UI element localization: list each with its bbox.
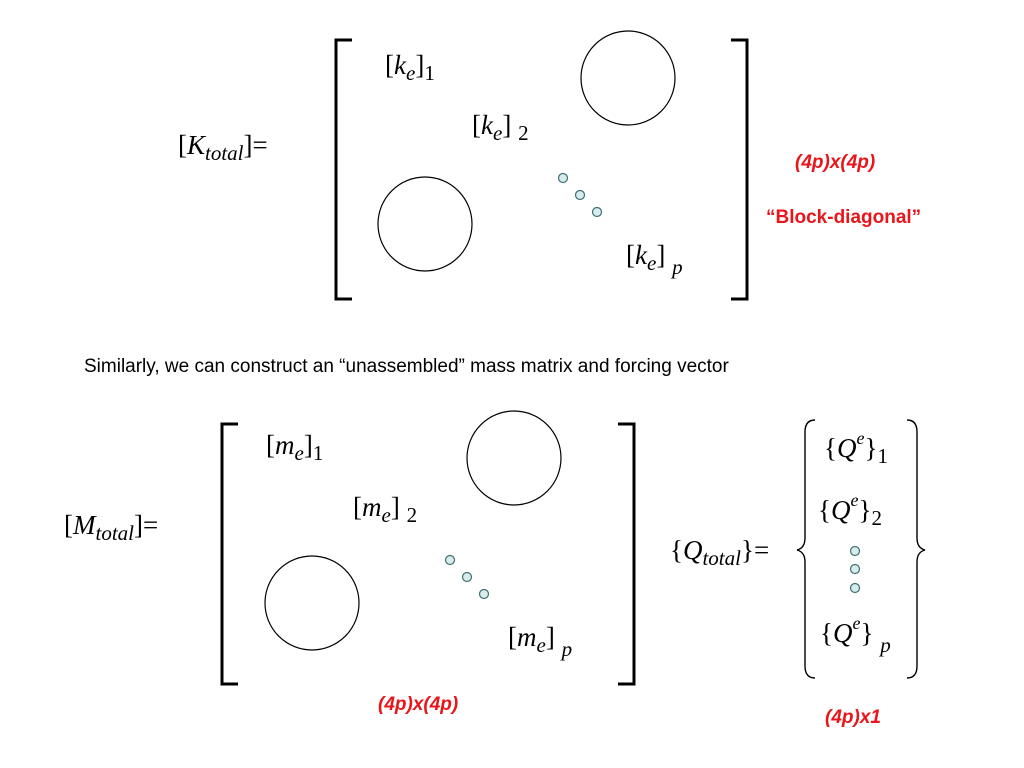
m-total-label: [Mtotal]= bbox=[64, 510, 159, 545]
k-block-p: [ke] p bbox=[626, 240, 683, 279]
q-ellipsis-dot bbox=[849, 545, 861, 557]
k-ellipsis-dot bbox=[591, 206, 603, 218]
q-size-label: (4p)x1 bbox=[825, 707, 881, 728]
q-entry-symbol: Q bbox=[832, 618, 853, 648]
q-ellipsis-dot bbox=[849, 582, 861, 594]
m-zero-circle-lower bbox=[264, 555, 360, 651]
q-left-brace bbox=[796, 419, 816, 679]
k-right-bracket bbox=[731, 38, 749, 301]
k-block-symbol: k bbox=[394, 50, 406, 80]
m-total-subscript: total bbox=[95, 521, 135, 545]
k-type-label: “Block-diagonal” bbox=[766, 207, 922, 228]
k-block-index: 1 bbox=[424, 61, 435, 85]
k-block-symbol: k bbox=[481, 110, 493, 140]
q-entry-2: {Qe}2 bbox=[818, 490, 882, 530]
k-block-symbol: k bbox=[635, 240, 647, 270]
m-block-subscript: e bbox=[294, 441, 304, 465]
q-entry-index: 2 bbox=[871, 506, 882, 530]
caption-text: Similarly, we can construct an “unassemb… bbox=[84, 356, 729, 377]
k-total-label: [Ktotal]= bbox=[178, 130, 268, 165]
k-ellipsis-dot bbox=[557, 172, 569, 184]
q-entry-superscript: e bbox=[856, 428, 865, 448]
q-total-label: {Qtotal}= bbox=[670, 535, 770, 570]
k-block-1: [ke]1 bbox=[385, 50, 435, 85]
q-entry-index: p bbox=[880, 633, 891, 657]
k-zero-circle-upper bbox=[580, 30, 676, 126]
q-total-symbol: Q bbox=[682, 535, 703, 565]
m-size-label: (4p)x(4p) bbox=[378, 694, 459, 715]
q-entry-superscript: e bbox=[850, 490, 859, 510]
m-zero-circle-upper bbox=[466, 410, 562, 506]
m-right-bracket bbox=[618, 422, 636, 686]
k-total-equals: ]= bbox=[243, 130, 268, 160]
k-block-index: p bbox=[672, 255, 683, 279]
m-block-index: 1 bbox=[312, 441, 324, 465]
m-block-2: [me] 2 bbox=[353, 492, 418, 527]
m-ellipsis-dot bbox=[444, 554, 456, 566]
k-size-label: (4p)x(4p) bbox=[795, 152, 876, 173]
m-total-equals: ]= bbox=[134, 510, 159, 540]
k-total-symbol: K bbox=[187, 130, 206, 160]
m-block-1: [me]1 bbox=[266, 430, 324, 465]
m-block-subscript: e bbox=[536, 633, 546, 657]
k-zero-circle-lower bbox=[377, 176, 473, 272]
m-block-p: [me] p bbox=[508, 622, 573, 661]
k-left-bracket bbox=[334, 38, 352, 301]
m-block-symbol: m bbox=[275, 430, 295, 460]
m-total-symbol: M bbox=[73, 510, 96, 540]
m-block-index: p bbox=[561, 637, 573, 661]
m-ellipsis-dot bbox=[461, 571, 473, 583]
k-block-subscript: e bbox=[405, 61, 416, 85]
q-entry-superscript: e bbox=[852, 613, 861, 633]
k-block-subscript: e bbox=[492, 121, 503, 145]
q-total-subscript: total bbox=[702, 546, 741, 570]
m-ellipsis-dot bbox=[478, 588, 490, 600]
m-block-symbol: m bbox=[362, 492, 382, 522]
q-entry-symbol: Q bbox=[836, 433, 857, 463]
q-entry-index: 1 bbox=[877, 444, 888, 468]
q-total-equals: }= bbox=[740, 535, 770, 565]
k-block-subscript: e bbox=[646, 251, 657, 275]
m-left-bracket bbox=[220, 422, 238, 686]
q-ellipsis-dot bbox=[849, 563, 861, 575]
q-entry-1: {Qe}1 bbox=[824, 428, 888, 468]
k-block-2: [ke] 2 bbox=[472, 110, 529, 145]
k-ellipsis-dot bbox=[574, 189, 586, 201]
q-right-brace bbox=[906, 419, 926, 679]
k-total-subscript: total bbox=[205, 141, 244, 165]
q-entry-p: {Qe} p bbox=[820, 613, 891, 657]
q-entry-symbol: Q bbox=[830, 495, 851, 525]
m-block-symbol: m bbox=[517, 622, 537, 652]
m-block-index: 2 bbox=[406, 503, 418, 527]
m-block-subscript: e bbox=[381, 503, 391, 527]
k-block-index: 2 bbox=[518, 121, 529, 145]
